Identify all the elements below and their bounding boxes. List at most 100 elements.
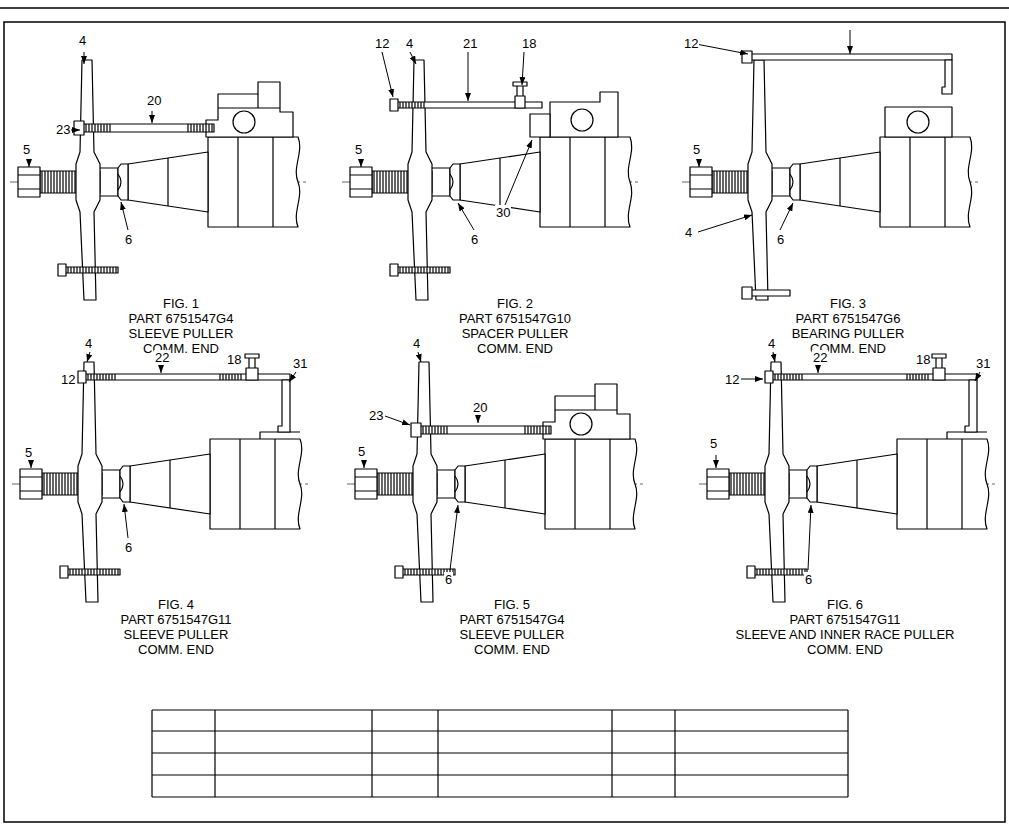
collar-detail — [790, 174, 793, 190]
shaft-taper — [465, 454, 545, 514]
callout-number: 5 — [692, 142, 701, 157]
thread-lines — [86, 124, 212, 132]
leader-line — [382, 52, 393, 97]
puller-figure — [342, 60, 640, 300]
thread-lines — [775, 374, 928, 380]
callout-number: 12 — [724, 372, 740, 387]
callout-number: 18 — [915, 352, 931, 367]
clamp-screw — [932, 354, 946, 380]
shaft-step — [570, 137, 605, 227]
puller-hook — [965, 380, 977, 432]
lower-bolt — [394, 267, 450, 273]
collar — [807, 466, 817, 502]
callout-number: 5 — [357, 444, 366, 459]
callout-number: 12 — [374, 36, 390, 51]
callout-number: 31 — [975, 356, 991, 371]
thread-lines — [68, 267, 116, 273]
shaft-body — [540, 137, 632, 227]
leader-line — [418, 352, 421, 362]
figure-caption: SLEEVE PULLER — [459, 627, 566, 642]
leader-line — [808, 505, 811, 570]
leader-line — [850, 30, 851, 54]
hub — [430, 168, 450, 196]
leader-line — [699, 161, 700, 167]
lower-bar — [750, 290, 790, 296]
leader-line — [450, 505, 458, 570]
bearing-housing — [885, 107, 952, 137]
hub — [787, 470, 807, 498]
callout-number: 5 — [354, 142, 363, 157]
lower-bolt — [62, 267, 118, 273]
leader-line — [161, 366, 162, 373]
shaft-step — [240, 439, 275, 529]
figure-caption: COMM. END — [476, 341, 554, 356]
collar-detail — [807, 476, 810, 492]
callout-number: 18 — [521, 36, 537, 51]
table-rule — [674, 710, 675, 797]
hub — [435, 470, 455, 498]
leader-line — [71, 130, 80, 131]
leader-line — [975, 372, 980, 381]
bearing-housing — [206, 82, 293, 137]
shaft-taper — [460, 152, 540, 212]
callout-number: 6 — [470, 232, 479, 247]
callout-number: 20 — [146, 93, 162, 108]
puller-figure — [699, 354, 997, 602]
puller-plate — [76, 60, 100, 300]
callout-number: 21 — [462, 36, 478, 51]
shaft-line — [167, 158, 168, 206]
hub — [770, 168, 790, 196]
collar — [790, 164, 800, 200]
figure-caption: FIG. 5 — [493, 597, 531, 612]
callout-number: 4 — [78, 33, 87, 48]
leader-line — [696, 44, 748, 54]
table-rule — [152, 709, 848, 710]
spacer — [530, 114, 550, 137]
puller-hook — [278, 380, 290, 432]
shaft-body — [208, 137, 300, 227]
callout-number: 6 — [124, 540, 133, 555]
figure-caption: PART 6751547G11 — [119, 612, 232, 627]
figure-caption: COMM. END — [806, 642, 884, 657]
callout-number: 6 — [804, 572, 813, 587]
leader-line — [361, 161, 362, 167]
housing-detail — [218, 94, 280, 108]
bolt-head — [78, 371, 86, 383]
leader-line — [478, 416, 479, 423]
callout-number: 12 — [60, 372, 76, 387]
shaft-taper — [817, 454, 897, 514]
leader-line — [522, 52, 524, 85]
callout-number: 4 — [405, 36, 414, 51]
figure-caption: COMM. END — [137, 642, 215, 657]
table-rule — [847, 710, 848, 797]
shaft-line — [856, 460, 857, 508]
bolt-head — [390, 264, 398, 276]
puller-plate — [78, 362, 102, 602]
callout-number: 5 — [24, 445, 33, 460]
leader-line — [818, 366, 819, 373]
puller-figure — [12, 354, 310, 602]
puller-plate — [765, 362, 789, 602]
hex-nut — [355, 469, 377, 499]
callout-number: 30 — [495, 205, 511, 220]
bolt-head — [58, 264, 66, 276]
hex-nut — [20, 469, 42, 499]
table-rule — [152, 774, 848, 775]
figure-caption: FIG. 2 — [496, 296, 534, 311]
leader-line — [152, 111, 153, 123]
shaft-taper — [800, 152, 880, 212]
puller-plate — [748, 60, 772, 300]
figure-caption: SLEEVE PULLER — [128, 326, 235, 341]
leader-line — [121, 202, 128, 230]
nut-faces — [20, 477, 42, 491]
puller-figure — [347, 362, 645, 602]
nut-faces — [690, 175, 712, 189]
collar — [455, 466, 465, 502]
table-rule — [371, 710, 372, 797]
callout-number: 20 — [472, 400, 488, 415]
thread-lines — [400, 102, 424, 108]
collar — [118, 164, 128, 200]
collar-detail — [120, 476, 123, 492]
figure-caption: PART 6751547G4 — [128, 311, 235, 326]
